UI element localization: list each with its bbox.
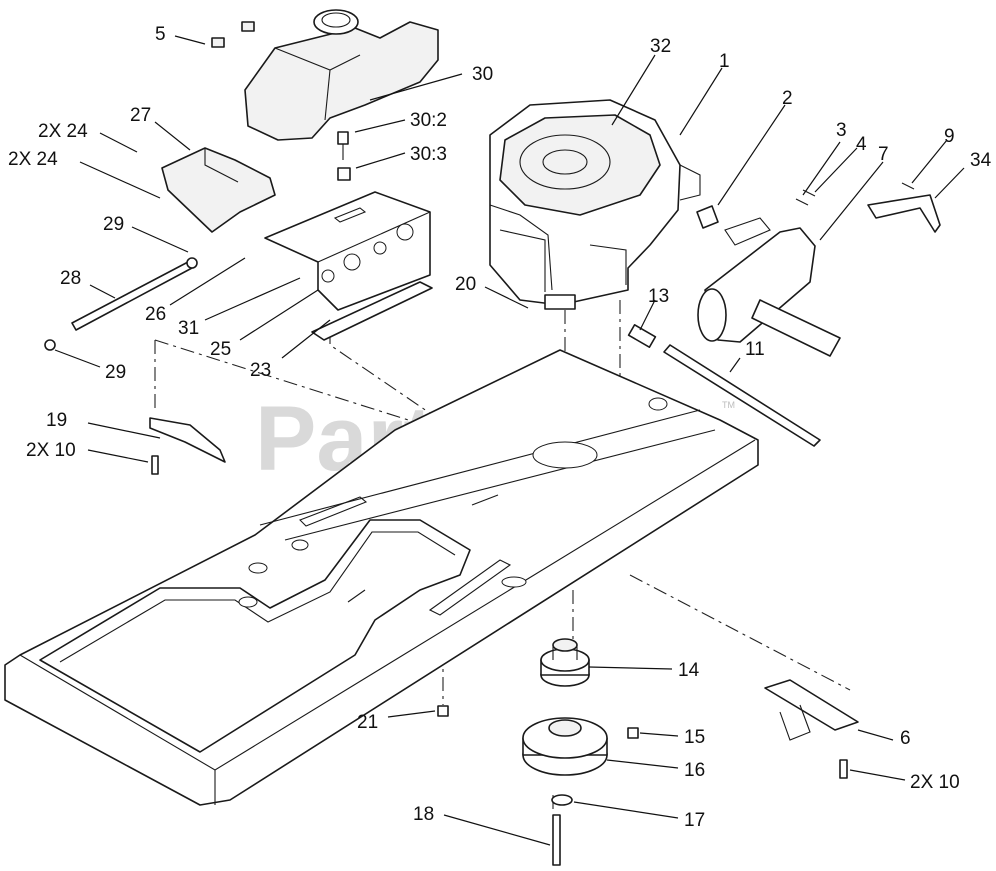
callout-29-upper: 29 (103, 214, 124, 235)
mounting-plate (311, 281, 433, 341)
washer (551, 794, 573, 806)
frame-nut (437, 705, 449, 717)
fuel-line (627, 324, 821, 447)
callout-labels: 5 30 32 1 2 3 4 7 9 34 27 2X 24 2X 24 30… (8, 24, 992, 831)
callout-3: 3 (836, 120, 847, 141)
callout-4: 4 (856, 134, 867, 155)
callout-9: 9 (944, 126, 955, 147)
callout-17: 17 (684, 810, 705, 831)
spacer-blocks (211, 21, 255, 48)
engine-mount-bracket (264, 191, 431, 311)
callout-20: 20 (455, 274, 476, 295)
callout-13: 13 (648, 286, 669, 307)
clutch-bolt (552, 814, 561, 866)
engine-pulley (540, 638, 590, 687)
callout-34: 34 (970, 150, 992, 171)
muffler-screws (795, 182, 915, 206)
leader-lines (54, 35, 965, 846)
chassis-frame (4, 349, 759, 806)
callout-29-lower: 29 (105, 362, 126, 383)
callout-14: 14 (678, 660, 700, 681)
engine (489, 99, 701, 310)
callout-26: 26 (145, 304, 166, 325)
exhaust-gasket (696, 205, 719, 229)
callout-5: 5 (155, 24, 166, 45)
callout-2x-24-lower: 2X 24 (8, 149, 58, 170)
callout-16: 16 (684, 760, 705, 781)
watermark-trademark: TM (722, 400, 735, 410)
callout-30: 30 (472, 64, 493, 85)
tank-bracket (161, 147, 276, 233)
pulley-bracket (149, 417, 226, 475)
callout-18: 18 (413, 804, 434, 825)
fuel-tank (244, 9, 439, 141)
idler-bracket (764, 679, 859, 779)
callout-15: 15 (684, 727, 705, 748)
callout-30-2: 30:2 (410, 110, 447, 131)
callout-2: 2 (782, 88, 793, 109)
rod-assembly (44, 257, 198, 351)
callout-2x-10-left: 2X 10 (26, 440, 76, 461)
muffler-bracket (867, 194, 941, 233)
callout-2x-24-upper: 2X 24 (38, 121, 88, 142)
callout-30-3: 30:3 (410, 144, 447, 165)
muffler (697, 217, 841, 357)
callout-31: 31 (178, 318, 199, 339)
callout-19: 19 (46, 410, 67, 431)
callout-25: 25 (210, 339, 231, 360)
callout-6: 6 (900, 728, 911, 749)
callout-11: 11 (745, 339, 765, 360)
callout-21: 21 (357, 712, 378, 733)
callout-7: 7 (878, 144, 889, 165)
fuel-fittings (337, 131, 351, 181)
callout-32: 32 (650, 36, 671, 57)
pto-clutch (522, 717, 639, 776)
callout-2x-10-right: 2X 10 (910, 772, 960, 793)
callout-23: 23 (250, 360, 271, 381)
callout-27: 27 (130, 105, 151, 126)
callout-28: 28 (60, 268, 81, 289)
callout-1: 1 (719, 51, 730, 72)
